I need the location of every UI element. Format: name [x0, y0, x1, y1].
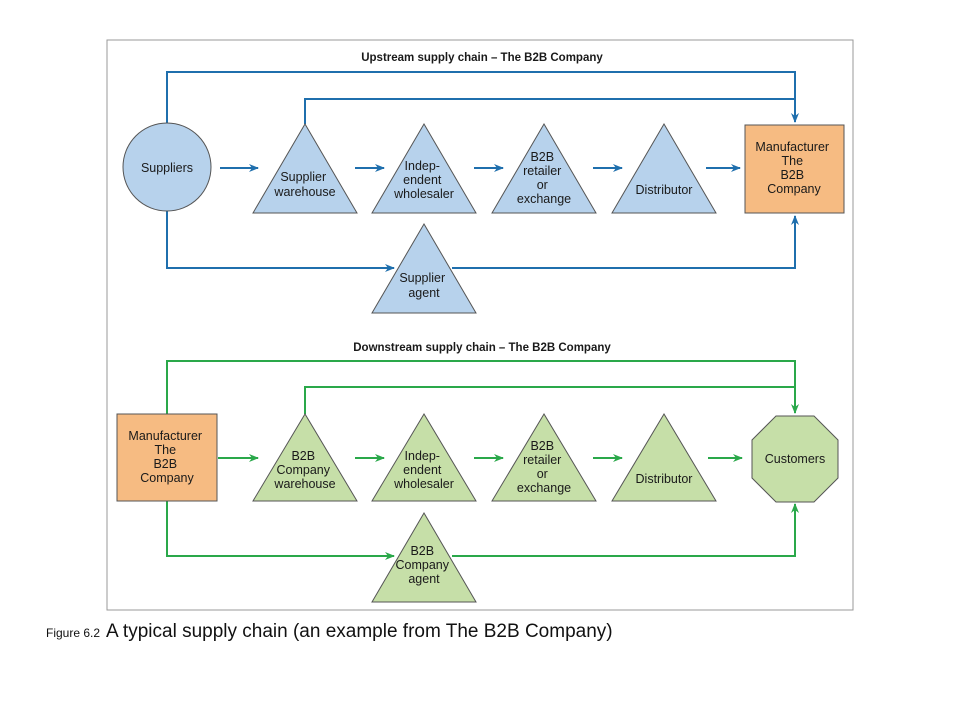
upstream-title: Upstream supply chain – The B2B Company [361, 52, 603, 64]
distributor-node-upstream [611, 123, 717, 214]
company-agent-node [371, 512, 477, 603]
supplier-agent-node [371, 223, 477, 314]
retailer-exchange-label-upstream: B2B retailer or exchange [517, 150, 571, 206]
downstream-nodes [116, 413, 839, 603]
downstream-agent-to-customers-arrow [452, 503, 799, 557]
figure-caption: Figure 6.2 A typical supply chain (an exa… [46, 621, 613, 643]
upstream-agent-to-manufacturer-arrow [452, 215, 799, 269]
distributor-node-downstream [611, 413, 717, 502]
upstream-top-bypass-arrow [166, 71, 799, 136]
downstream-title: Downstream supply chain – The B2B Compan… [353, 342, 611, 354]
supplier-warehouse-label: Supplier warehouse [273, 170, 335, 199]
company-agent-label: B2B Company agent [396, 544, 453, 586]
upstream-arrows [166, 71, 799, 272]
downstream-arrows [166, 360, 799, 560]
manufacturer-node-downstream [116, 413, 218, 502]
suppliers-node [122, 122, 212, 212]
independent-wholesaler-label-upstream: Indep- endent wholesaler [393, 159, 454, 201]
figure-caption-text: A typical supply chain (an example from … [106, 621, 613, 642]
retailer-exchange-node-upstream [491, 123, 597, 214]
downstream-warehouse-bypass-arrow [304, 386, 795, 414]
distributor-label-downstream: Distributor [636, 472, 693, 486]
supplier-agent-label: Supplier agent [399, 271, 448, 300]
supplier-warehouse-node [252, 123, 358, 214]
company-warehouse-node [252, 413, 358, 502]
downstream-bottom-agent-arrow [166, 501, 395, 560]
retailer-exchange-label-downstream: B2B retailer or exchange [517, 439, 571, 495]
upstream-nodes [122, 122, 845, 314]
customers-label: Customers [765, 452, 825, 466]
independent-wholesaler-node-downstream [371, 413, 477, 502]
suppliers-label: Suppliers [141, 161, 193, 175]
manufacturer-node-upstream [744, 124, 845, 214]
manufacturer-label-downstream: Manufacturer The B2B Company [128, 429, 205, 485]
downstream-labels: Manufacturer The B2B Company B2B Company… [128, 429, 825, 586]
independent-wholesaler-label-downstream: Indep- endent wholesaler [393, 449, 454, 491]
distributor-label-upstream: Distributor [636, 183, 693, 197]
upstream-bottom-agent-arrow [166, 198, 395, 272]
company-warehouse-label: B2B Company warehouse [273, 449, 335, 491]
customers-node [751, 415, 839, 503]
manufacturer-label-upstream: Manufacturer The B2B Company [755, 140, 832, 196]
retailer-exchange-node-downstream [491, 413, 597, 502]
diagram-frame [106, 39, 854, 611]
figure-number: Figure 6.2 [46, 626, 101, 640]
independent-wholesaler-node-upstream [371, 123, 477, 214]
upstream-labels: Suppliers Supplier warehouse Indep- ende… [141, 140, 832, 300]
upstream-warehouse-bypass-arrow [304, 98, 795, 124]
